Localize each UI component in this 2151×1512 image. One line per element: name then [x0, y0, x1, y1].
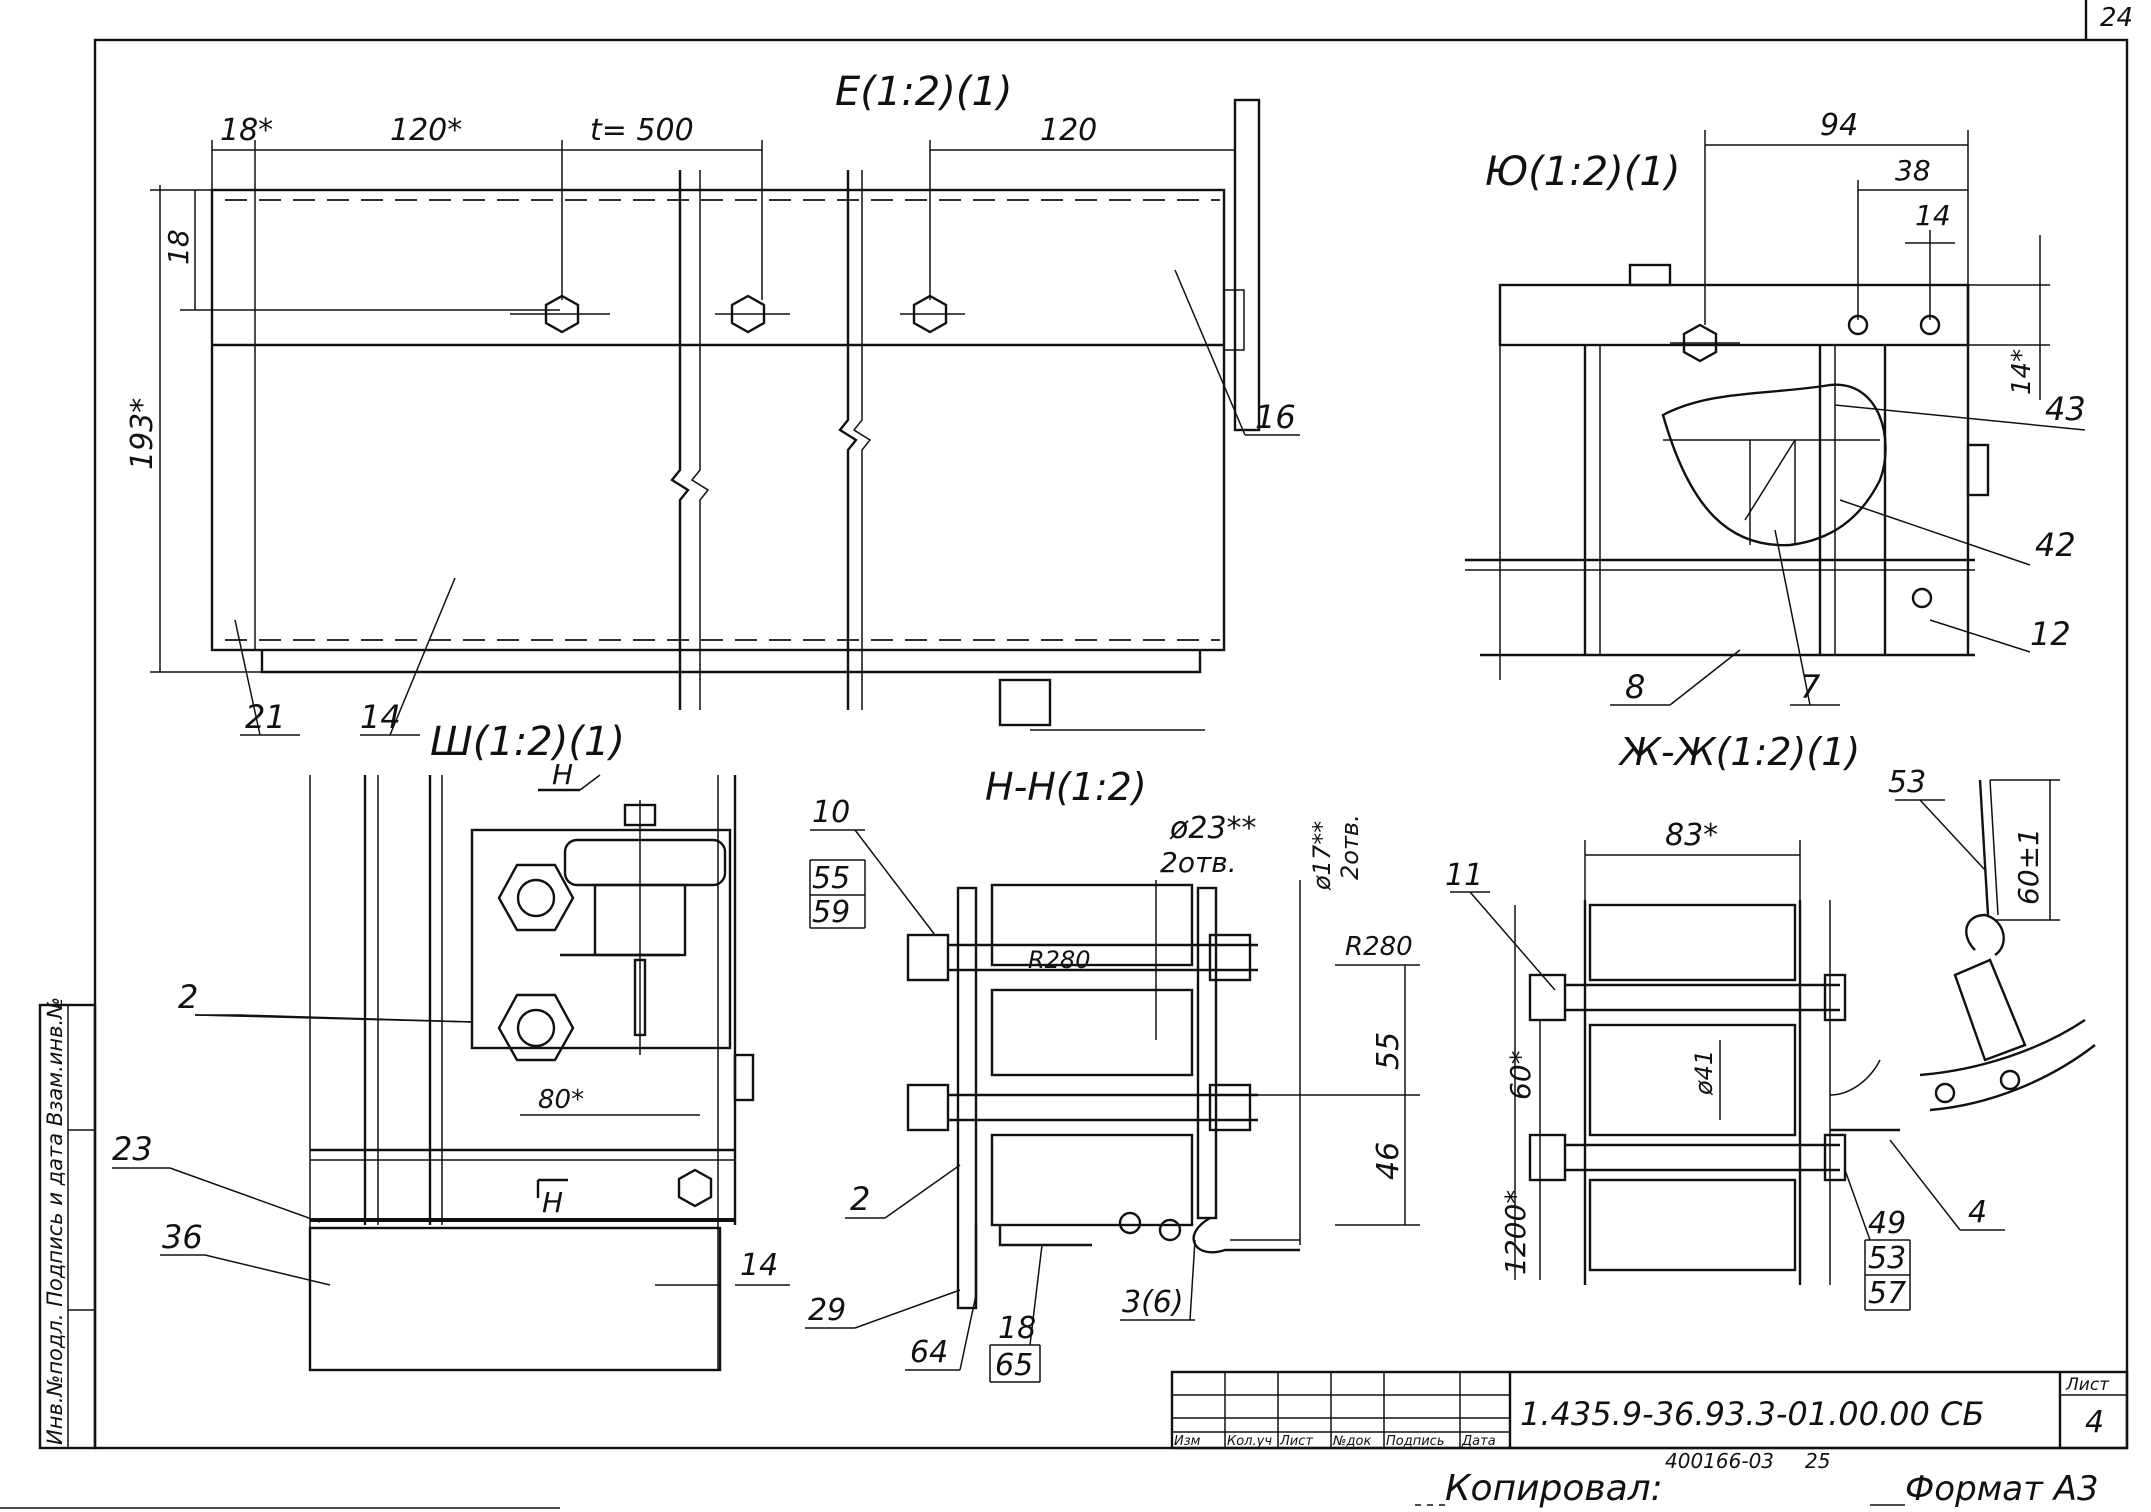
order-suffix: 25 [1805, 1449, 1830, 1473]
view-zh-callout-4: 4 [1968, 1195, 1987, 1230]
view-nn-dim-46: 46 [1371, 1142, 1406, 1180]
view-nn-dim-holes-1: 2отв. [1160, 846, 1237, 879]
title-col-kol: Кол.уч [1227, 1434, 1272, 1449]
view-zh-callout-49: 49 [1868, 1206, 1906, 1241]
page-corner-number: 24 [2100, 3, 2133, 33]
view-e-title: Е(1:2)(1) [835, 69, 1013, 115]
view-sh-title: Ш(1:2)(1) [430, 719, 625, 765]
view-nn: Н-Н(1:2) ø23** 2отв. ø17** 2отв. R2 [805, 765, 1420, 1383]
view-nn-callout-3-6: 3(6) [1122, 1285, 1184, 1320]
view-zh-dim-60star: 60* [1504, 1050, 1537, 1100]
view-sh: Ш(1:2)(1) Н Н 80* [112, 719, 790, 1372]
view-nn-callout-29: 29 [808, 1293, 846, 1328]
drawing-code: 1.435.9-36.93.3-01.00.00 СБ [1520, 1395, 1984, 1433]
view-nn-callout-59: 59 [812, 895, 850, 930]
view-e-dim-120star: 120* [390, 113, 462, 148]
view-nn-dim-r280-left: R280 [1028, 946, 1090, 974]
view-nn-callout-10: 10 [812, 795, 850, 830]
title-col-podpis: Подпись [1386, 1434, 1444, 1449]
sheet-number: 4 [2085, 1405, 2104, 1440]
view-e-dim-18star: 18* [220, 113, 273, 148]
view-zh-dim-83star: 83* [1665, 818, 1718, 853]
view-nn-dim-d23: ø23** [1169, 811, 1257, 846]
view-e-dim-120: 120 [1040, 113, 1097, 148]
view-e: Е(1:2)(1) [125, 69, 1300, 736]
view-yu-callout-7: 7 [1800, 668, 1821, 706]
view-yu-callout-42: 42 [2035, 526, 2076, 564]
view-e-callout-21: 21 [245, 698, 286, 736]
view-yu-dim-94: 94 [1820, 108, 1858, 143]
view-nn-callout-65: 65 [995, 1348, 1033, 1383]
title-col-data: Дата [1461, 1434, 1496, 1449]
view-nn-callout-2: 2 [850, 1180, 870, 1218]
format-label: Формат А3 [1905, 1469, 2099, 1509]
view-zh-callout-57: 57 [1868, 1276, 1906, 1311]
sheet-label: Лист [2065, 1375, 2110, 1395]
view-sh-section-n-bottom: Н [542, 1186, 563, 1219]
view-yu-dim-14: 14 [1915, 199, 1951, 232]
view-zh: Ж-Ж(1:2)(1) 83* [1445, 730, 2096, 1311]
view-nn-title: Н-Н(1:2) [985, 765, 1147, 809]
view-yu-title: Ю(1:2)(1) [1485, 149, 1680, 195]
view-nn-callout-55: 55 [812, 861, 850, 896]
view-e-dim-193star: 193* [125, 398, 160, 470]
view-zh-dim-1200star: 1200* [1499, 1190, 1532, 1275]
side-stamp-text: Инв.№подл. Подпись и дата Взам.инв.№ [43, 997, 67, 1445]
view-nn-dim-holes-2: 2отв. [1336, 814, 1364, 880]
view-e-callout-16: 16 [1255, 398, 1296, 436]
view-yu-callout-43: 43 [2045, 390, 2086, 428]
view-yu-dim-14star: 14* [2007, 349, 2037, 395]
view-nn-dim-55: 55 [1371, 1032, 1406, 1070]
view-yu-dim-38: 38 [1895, 154, 1931, 187]
view-e-dim-18: 18 [162, 229, 195, 265]
side-stamp: Инв.№подл. Подпись и дата Взам.инв.№ [38, 997, 97, 1450]
view-zh-callout-53-top: 53 [1888, 765, 1926, 800]
copied-by-label: Копировал: [1445, 1468, 1663, 1509]
view-yu-callout-12: 12 [2030, 615, 2071, 653]
view-sh-section-n-top: Н [552, 758, 573, 791]
view-sh-dim-14: 14 [740, 1248, 778, 1283]
view-zh-dim-d41: ø41 [1690, 1050, 1718, 1096]
view-nn-callout-18: 18 [998, 1311, 1036, 1346]
order-number: 400166-03 [1665, 1449, 1774, 1473]
view-zh-callout-11: 11 [1445, 858, 1483, 893]
view-sh-callout-2: 2 [178, 978, 198, 1016]
view-sh-callout-36: 36 [162, 1218, 203, 1256]
view-e-dim-pitch: t= 500 [590, 113, 694, 148]
title-col-ndok: №док [1332, 1434, 1371, 1449]
view-nn-callout-64: 64 [910, 1335, 948, 1370]
view-e-callout-14: 14 [360, 698, 401, 736]
view-e-bolts [510, 294, 965, 334]
view-sh-dim-80star: 80* [538, 1085, 584, 1115]
view-nn-dim-r280-right: R280 [1345, 932, 1413, 962]
view-nn-dim-d17: ø17** [1308, 821, 1336, 891]
title-col-izm: Изм [1174, 1434, 1201, 1449]
view-zh-title: Ж-Ж(1:2)(1) [1618, 730, 1860, 774]
title-block: Изм Кол.уч Лист №док Подпись Дата 1.435.… [1170, 1370, 2129, 1450]
view-sh-callout-23: 23 [112, 1130, 153, 1168]
view-zh-dim-60pm1: 60±1 [2012, 828, 2045, 905]
view-zh-callout-53: 53 [1868, 1241, 1906, 1276]
view-yu: Ю(1:2)(1) 94 [1465, 108, 2086, 706]
title-col-list: Лист [1279, 1434, 1313, 1449]
view-yu-callout-8: 8 [1625, 668, 1645, 706]
